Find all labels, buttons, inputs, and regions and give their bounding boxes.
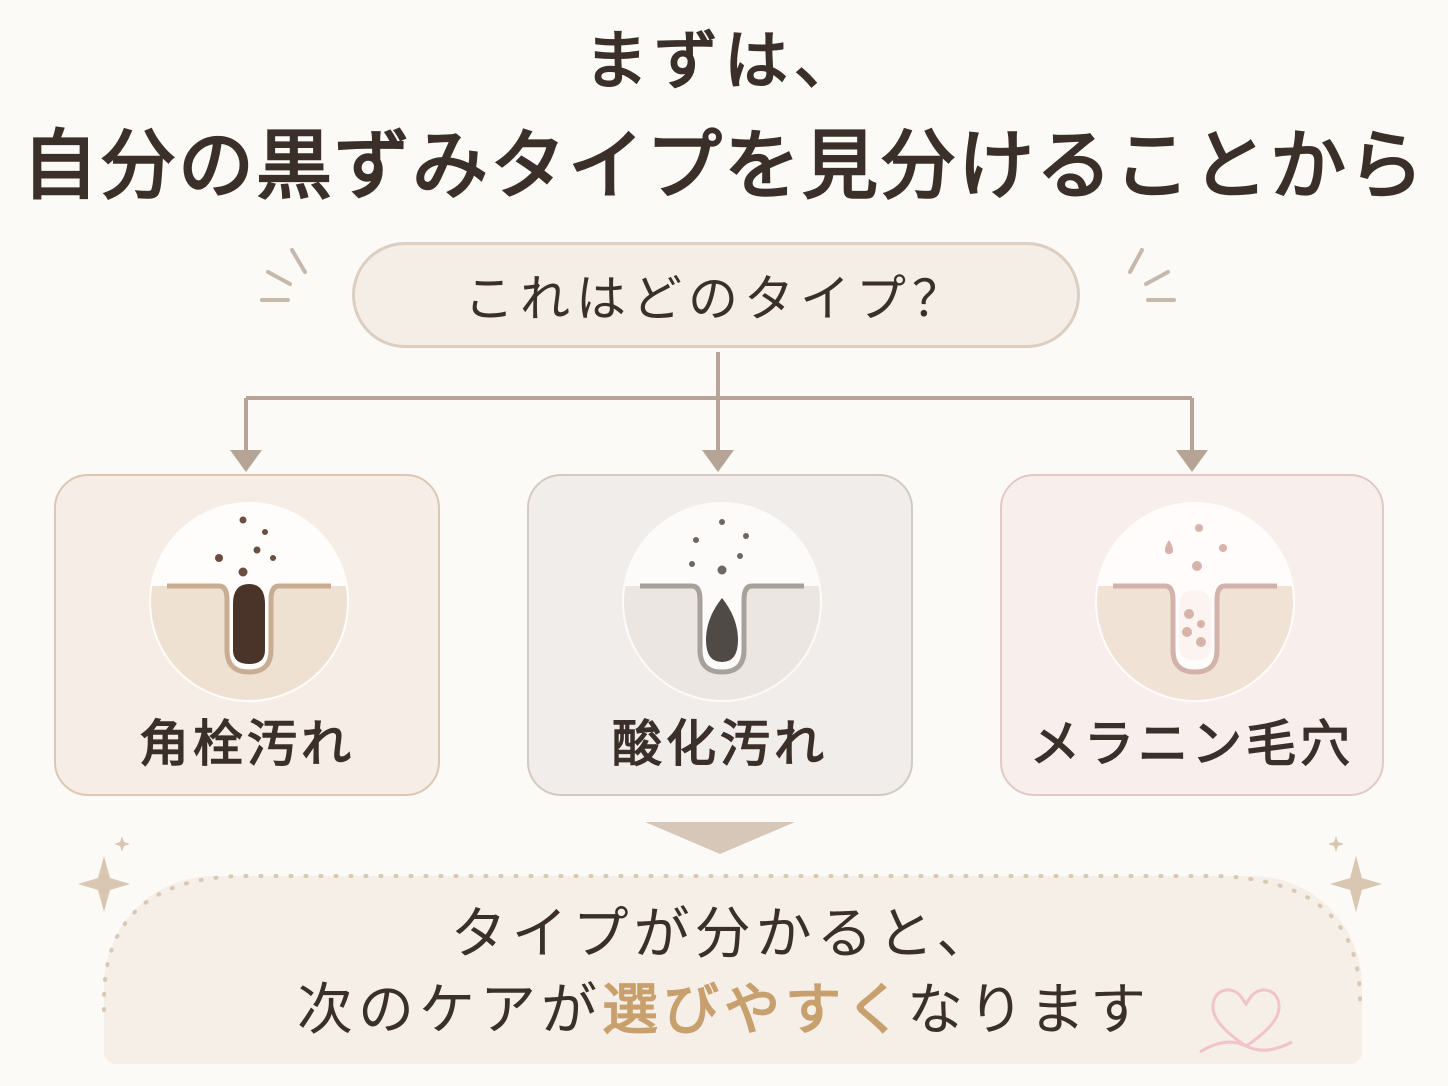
melanin-pore-icon [1095, 502, 1295, 702]
sparkle-line-left-1 [290, 248, 307, 274]
result-box [104, 876, 1362, 1064]
type-card-clogged: 角栓汚れ [54, 474, 440, 796]
type-card-oxidized: 酸化汚れ [527, 474, 913, 796]
type-label-clogged: 角栓汚れ [139, 715, 355, 773]
sparkle-star-left-small [114, 836, 130, 852]
down-arrow-icon [645, 822, 795, 854]
result-text-after: なります [907, 978, 1151, 1043]
heart-icon [1199, 988, 1293, 1054]
sparkle-line-right-2 [1144, 270, 1170, 286]
clogged-pore-icon [149, 502, 349, 702]
arrowhead-left [230, 450, 262, 472]
result-text-line-1: タイプが分かると、 [450, 902, 998, 967]
page-title-line-1: まずは、 [584, 25, 864, 99]
sparkle-line-right-1 [1128, 248, 1144, 274]
arrowhead-center [702, 450, 734, 472]
question-text: これはどのタイプ？ [464, 270, 968, 328]
result-text-before: 次のケアが [297, 978, 602, 1043]
connector-arrowheads [230, 450, 1208, 472]
oxidized-pore-icon [622, 502, 822, 702]
type-card-melanin: メラニン毛穴 [1000, 474, 1384, 796]
connector-tree [244, 352, 1194, 452]
sparkle-star-right [1330, 856, 1382, 912]
star-sparkles [78, 836, 1382, 912]
type-label-oxidized: 酸化汚れ [612, 715, 828, 773]
question-pill: これはどのタイプ？ [352, 242, 1080, 348]
sparkle-star-left [78, 856, 130, 912]
result-text-highlight: 選びやすく [602, 978, 907, 1043]
sparkle-star-right-small [1328, 836, 1344, 852]
sparkle-line-left-2 [266, 270, 292, 286]
page-title-line-2: 自分の黒ずみタイプを見分けることから [22, 121, 1426, 210]
type-label-melanin: メラニン毛穴 [1030, 715, 1354, 773]
result-text-line-2: 次のケアが選びやすくなります [0, 976, 1448, 1046]
arrowhead-right [1176, 450, 1208, 472]
